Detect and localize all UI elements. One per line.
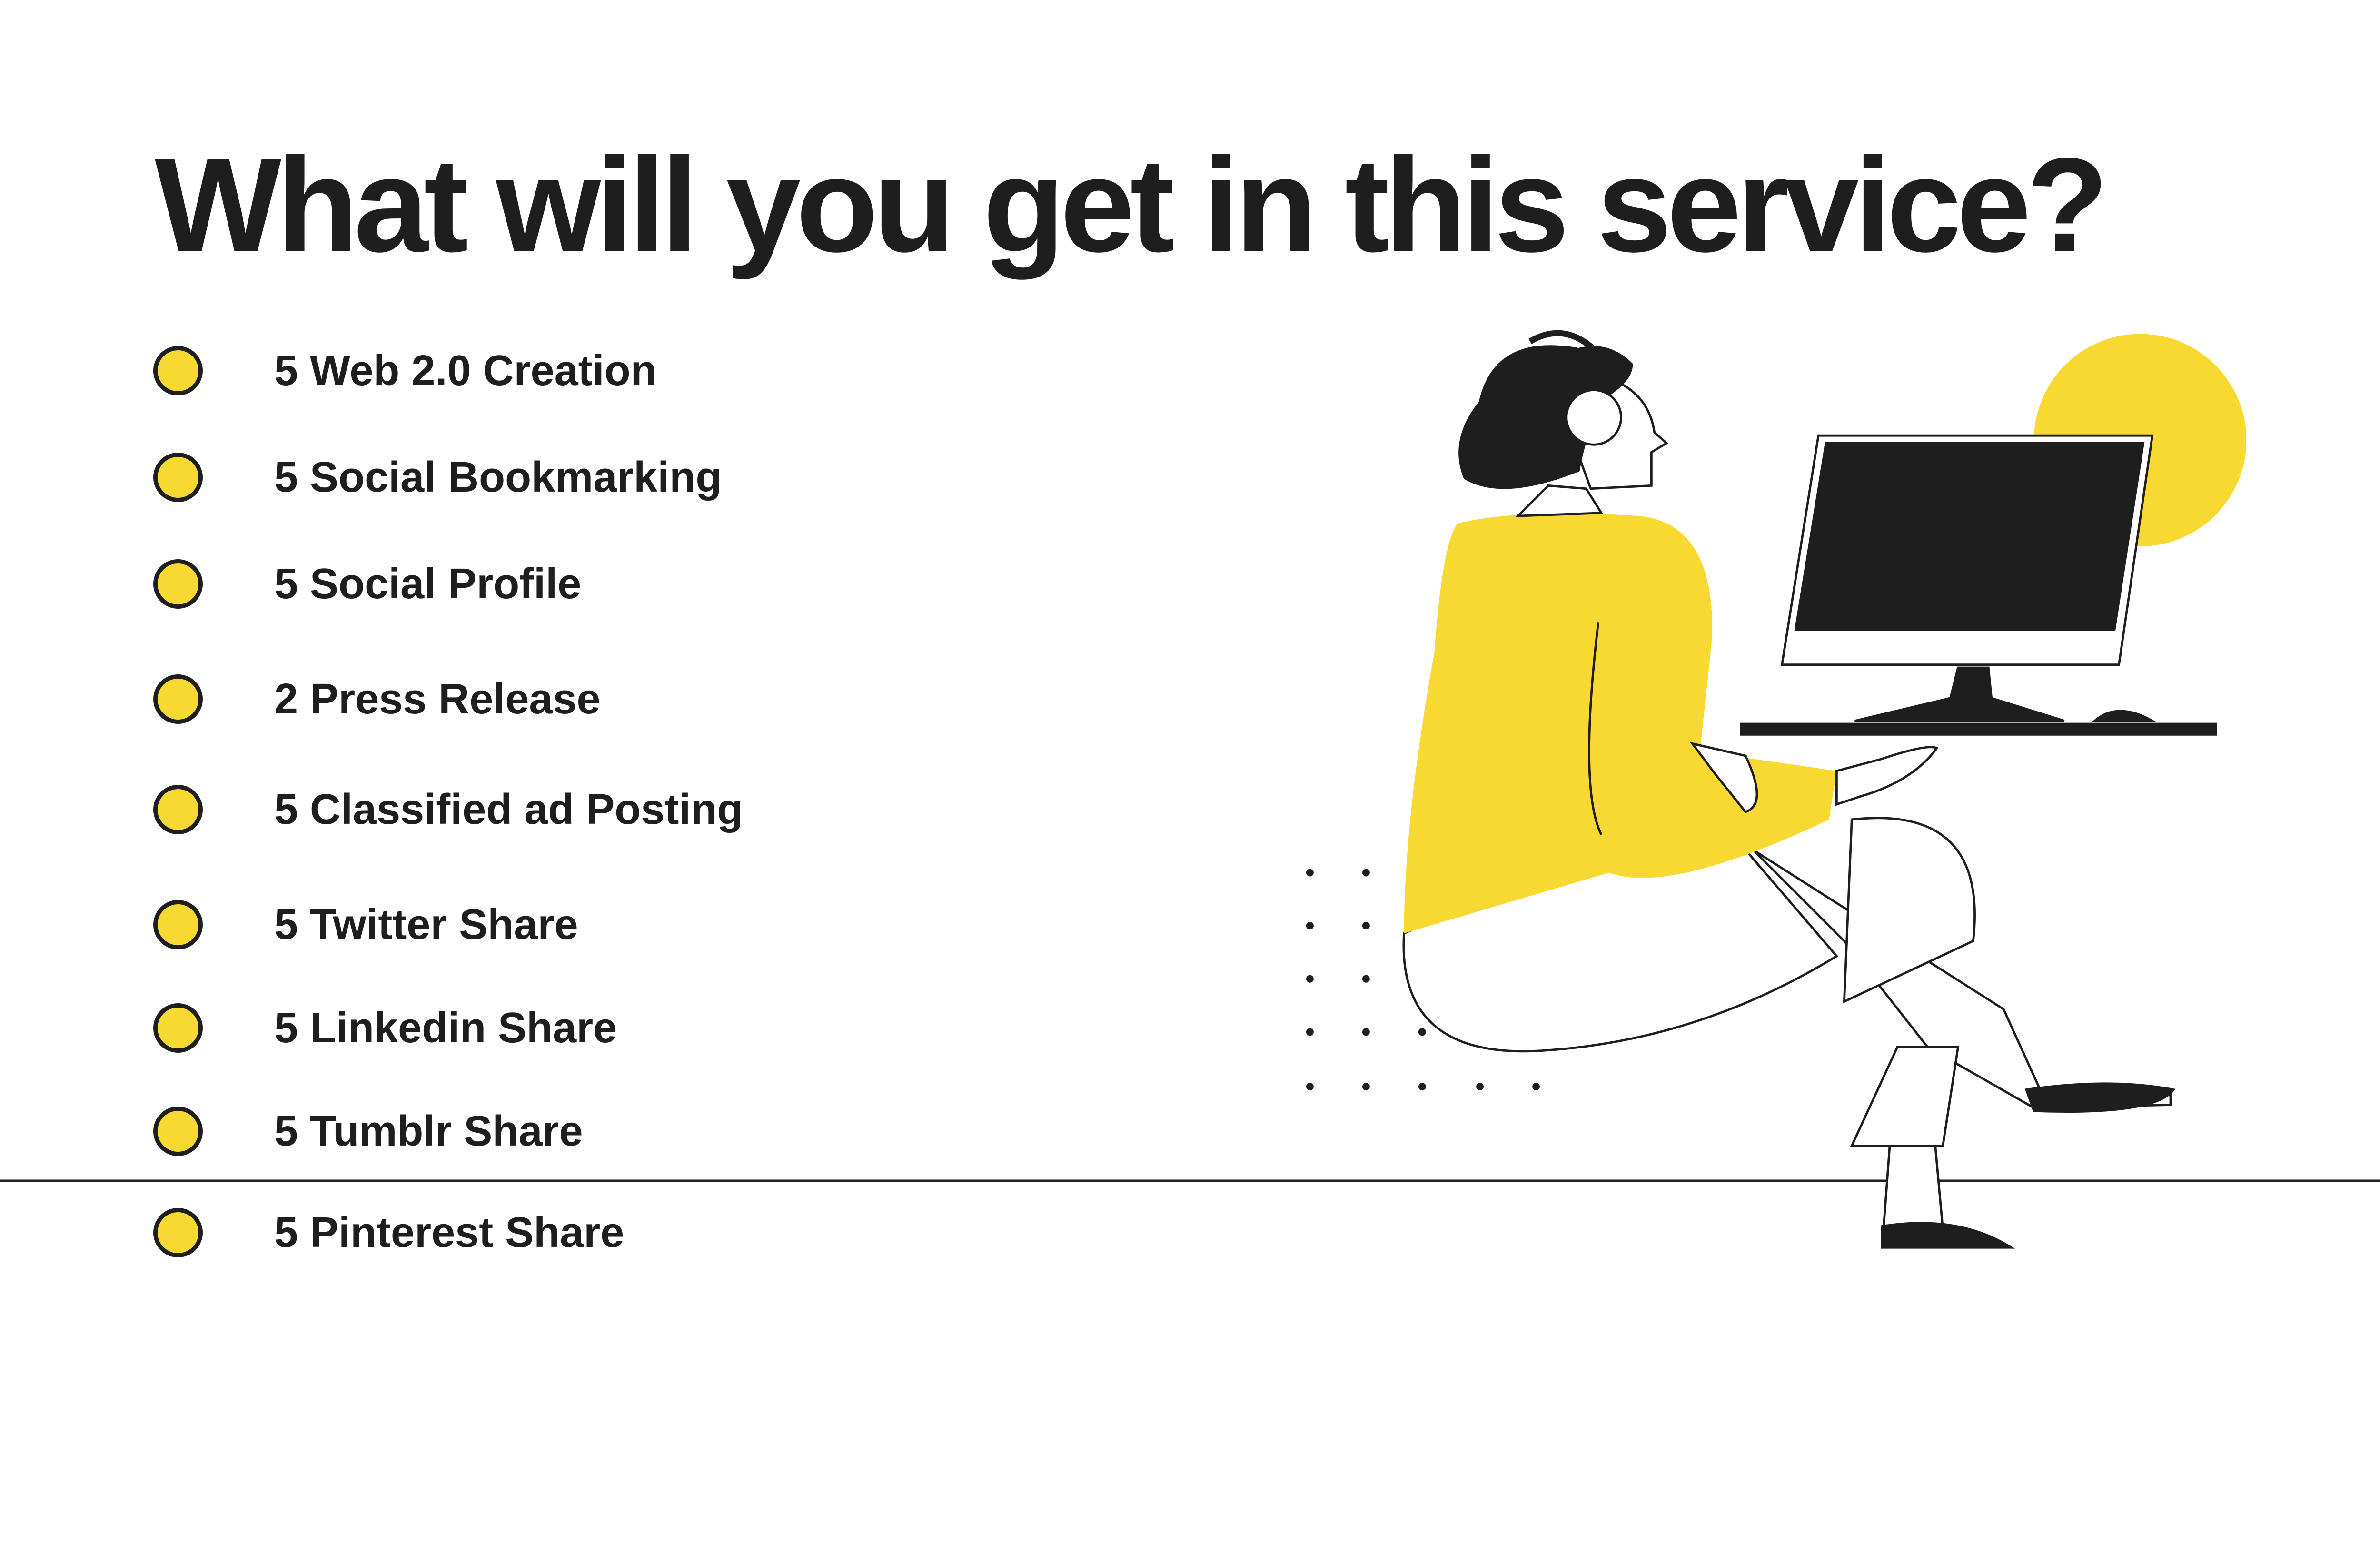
bullet-circle-icon	[153, 559, 203, 609]
bullet-circle-icon	[153, 900, 203, 949]
list-item-label: 5 Tumblr Share	[274, 1107, 583, 1155]
list-item-label: 5 Pinterest Share	[274, 1208, 625, 1256]
bullet-circle-icon	[153, 1107, 203, 1156]
monitor	[1740, 434, 2218, 736]
bullet-circle-icon	[153, 346, 203, 395]
list-item: 2 Press Release	[153, 671, 601, 728]
list-item-label: 5 Social Profile	[274, 560, 582, 608]
list-item: 5 Classified ad Posting	[153, 781, 743, 838]
list-item: 5 Tumblr Share	[153, 1103, 583, 1160]
list-item-label: 2 Press Release	[274, 675, 601, 723]
list-item: 5 Web 2.0 Creation	[153, 342, 657, 399]
page-title: What will you get in this service?	[155, 130, 2108, 280]
bullet-circle-icon	[153, 674, 203, 724]
list-item-label: 5 Social Bookmarking	[274, 453, 722, 501]
dot-grid	[1306, 869, 1540, 1091]
list-item-label: 5 Linkedin Share	[274, 1004, 617, 1052]
bullet-circle-icon	[153, 1003, 203, 1053]
list-item-label: 5 Twitter Share	[274, 900, 578, 949]
woman	[1402, 330, 2176, 1249]
bullet-circle-icon	[153, 453, 203, 502]
list-item-label: 5 Classified ad Posting	[274, 785, 744, 833]
list-item: 5 Pinterest Share	[153, 1204, 624, 1261]
list-item: 5 Social Profile	[153, 555, 581, 613]
bullet-circle-icon	[153, 1208, 203, 1257]
list-item: 5 Linkedin Share	[153, 999, 617, 1057]
list-item: 5 Social Bookmarking	[153, 449, 722, 506]
list-item: 5 Twitter Share	[153, 896, 578, 953]
bullet-circle-icon	[153, 785, 203, 834]
list-item-label: 5 Web 2.0 Creation	[274, 346, 657, 395]
